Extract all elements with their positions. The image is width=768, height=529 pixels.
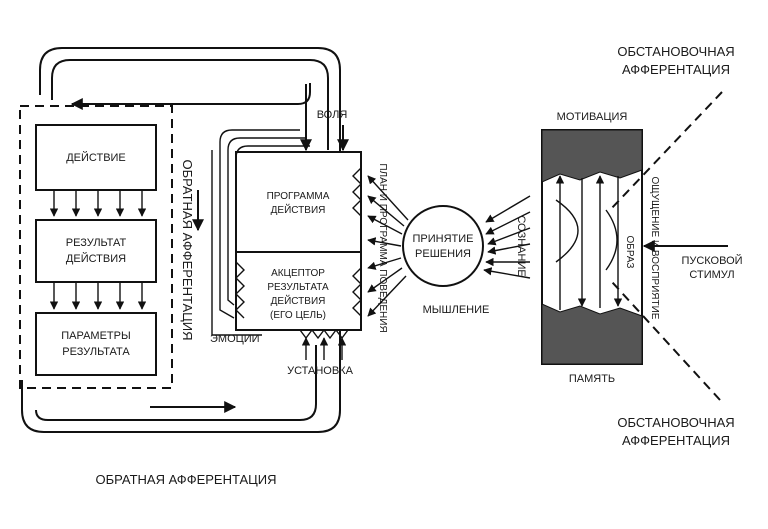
emotions-label: ЭМОЦИИ [210, 333, 260, 345]
trigger-label-1: ПУСКОВОЙ [681, 254, 742, 267]
params-box: ПАРАМЕТРЫ РЕЗУЛЬТАТА [35, 312, 157, 376]
action-box: ДЕЙСТВИЕ [35, 124, 157, 191]
decision-label-1: ПРИНЯТИЕ [413, 233, 474, 245]
result-label-2: ДЕЙСТВИЯ [66, 252, 126, 265]
situational-top-line [609, 91, 723, 211]
decision-to-block-arrows [367, 175, 409, 317]
image-label: ОБРАЗ [624, 236, 635, 269]
memory-label: ПАМЯТЬ [569, 373, 615, 385]
result-label-1: РЕЗУЛЬТАТ [66, 237, 127, 249]
will-label: ВОЛЯ [317, 109, 348, 121]
situational-top-label-2: АФФЕРЕНТАЦИЯ [622, 62, 730, 77]
motivation-label: МОТИВАЦИЯ [557, 111, 628, 123]
motivation-memory-block [541, 129, 643, 365]
acceptor-label-2: РЕЗУЛЬТАТА [267, 282, 329, 293]
will-lines [211, 84, 349, 336]
situational-bottom-label-2: АФФЕРЕНТАЦИЯ [622, 433, 730, 448]
params-label-2: РЕЗУЛЬТАТА [62, 346, 130, 358]
acceptor-label-4: (ЕГО ЦЕЛЬ) [270, 310, 326, 321]
consciousness-label: СОЗНАНИЕ [515, 215, 527, 276]
situational-top-label-1: ОБСТАНОВОЧНАЯ [617, 44, 734, 59]
result-box: РЕЗУЛЬТАТ ДЕЙСТВИЯ [35, 219, 157, 283]
program-acceptor-block: ПРОГРАММА ДЕЙСТВИЯ АКЦЕПТОР РЕЗУЛЬТАТА Д… [235, 151, 362, 340]
plan-program-label: ПЛАН И ПРОГРАММА ПОВЕДЕНИЯ [377, 163, 388, 332]
consciousness-arrows [483, 195, 531, 279]
params-label-1: ПАРАМЕТРЫ [61, 330, 130, 342]
acceptor-label-1: АКЦЕПТОР [271, 268, 325, 279]
setting-arrows [301, 337, 347, 360]
setting-label: УСТАНОВКА [287, 365, 354, 377]
action-label: ДЕЙСТВИЕ [66, 151, 126, 164]
acceptor-label-3: ДЕЙСТВИЯ [271, 294, 326, 307]
trigger-label-2: СТИМУЛ [689, 269, 734, 281]
thinking-label: МЫШЛЕНИЕ [423, 304, 490, 316]
feedback-vertical-label: ОБРАТНАЯ АФФЕРЕНТАЦИЯ [180, 159, 195, 340]
decision-label-2: РЕШЕНИЯ [415, 248, 471, 260]
action-to-result-arrows [49, 190, 147, 217]
feedback-dashed-region [19, 105, 173, 389]
situational-bottom-label-1: ОБСТАНОВОЧНАЯ [617, 415, 734, 430]
result-to-params-arrows [49, 282, 147, 310]
feedback-bottom-label: ОБРАТНАЯ АФФЕРЕНТАЦИЯ [95, 472, 276, 487]
situational-bottom-line [611, 281, 721, 401]
sensation-label: ОЩУЩЕНИЕ И ВОСПРИЯТИЕ [649, 177, 660, 320]
program-label-2: ДЕЙСТВИЯ [271, 203, 326, 216]
program-label-1: ПРОГРАММА [267, 191, 330, 202]
decision-circle: ПРИНЯТИЕ РЕШЕНИЯ [402, 205, 484, 287]
